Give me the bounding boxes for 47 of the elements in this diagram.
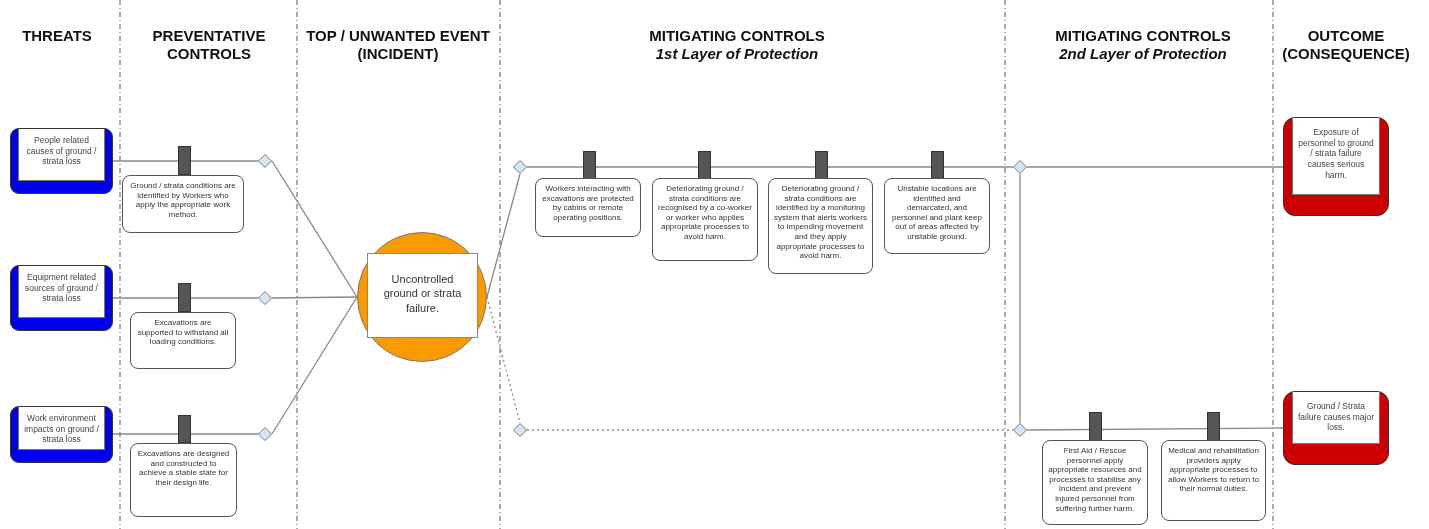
barrier-box: Excavations are designed and constructed to achieve a stable state for their design life.	[130, 443, 237, 517]
connector-line	[526, 166, 1014, 168]
connector-line	[1026, 166, 1284, 168]
consequence-box	[1283, 117, 1389, 216]
column-heading: PREVENTATIVE CONTROLS	[151, 27, 267, 63]
column-heading: MITIGATING CONTROLS	[648, 27, 826, 45]
dotted-connector	[526, 429, 1014, 431]
junction-diamond	[513, 160, 527, 174]
barrier-box: Medical and rehabilitation providers apply appropriate processes to allow Workers to return to their normal duties.	[1161, 440, 1266, 521]
threat-text: People related causes of ground / strata loss	[18, 129, 105, 181]
connector-line	[271, 296, 358, 435]
column-heading: OUTCOME (CONSEQUENCE)	[1281, 27, 1411, 63]
barrier-box: First Aid / Rescue personnel apply appropriate resources and processes to stabilise any Incident and prevent injured personnel from suffering further harm.	[1042, 440, 1148, 525]
barrier-box: Ground / strata conditions are identified by Workers who apply the appropriate work method.	[122, 175, 244, 233]
threat-box	[10, 406, 113, 463]
column-heading: MITIGATING CONTROLS	[1054, 27, 1232, 45]
column-heading: THREATS	[21, 27, 93, 45]
connector-line	[486, 173, 521, 298]
junction-diamond	[258, 154, 272, 168]
consequence-box	[1283, 391, 1389, 465]
connector-line	[271, 296, 358, 299]
column-heading: TOP / UNWANTED EVENT (INCIDENT)	[305, 27, 491, 63]
barrier-box: Deteriorating ground / strata conditions are recognised by a co-worker or worker who applies appropriate processes to avoid harm.	[652, 178, 758, 261]
barrier-box: Workers interacting with excavations are protected by cabins or remote operating positions.	[535, 178, 641, 237]
connector-line	[112, 160, 259, 162]
column-subheading: 2nd Layer of Protection	[1058, 45, 1228, 63]
junction-diamond	[513, 423, 527, 437]
column-subheading: 1st Layer of Protection	[654, 45, 820, 63]
junction-diamond	[1013, 160, 1027, 174]
threat-box	[10, 265, 113, 331]
connector-line	[112, 433, 259, 435]
event-text: Uncontrolled ground or strata failure.	[367, 253, 478, 338]
junction-diamond	[258, 291, 272, 305]
connector-line	[1026, 427, 1284, 431]
connector-line	[271, 160, 358, 298]
junction-diamond	[1013, 423, 1027, 437]
threat-box	[10, 128, 113, 194]
barrier-box: Deteriorating ground / strata conditions are identified by a monitoring system that alerts workers to impending movement and they apply appropriate processes to avoid harm.	[768, 178, 873, 274]
connector-line	[1019, 173, 1021, 424]
barrier-box: Unstable locations are identified and demarcated, and personnel and plant keep out of areas affected by unstable ground.	[884, 178, 990, 254]
connector-line	[112, 297, 259, 299]
junction-diamond	[258, 427, 272, 441]
threat-text: Equipment related sources of ground / strata loss	[18, 266, 105, 318]
consequence-text: Exposure of personnel to ground / strata failure causes serious harm.	[1292, 118, 1380, 195]
consequence-text: Ground / Strata failure causes major loss.	[1292, 392, 1380, 444]
threat-text: Work environment impacts on ground / strata loss	[18, 407, 105, 450]
barrier-box: Excavations are supported to withstand all loading conditions.	[130, 312, 236, 369]
